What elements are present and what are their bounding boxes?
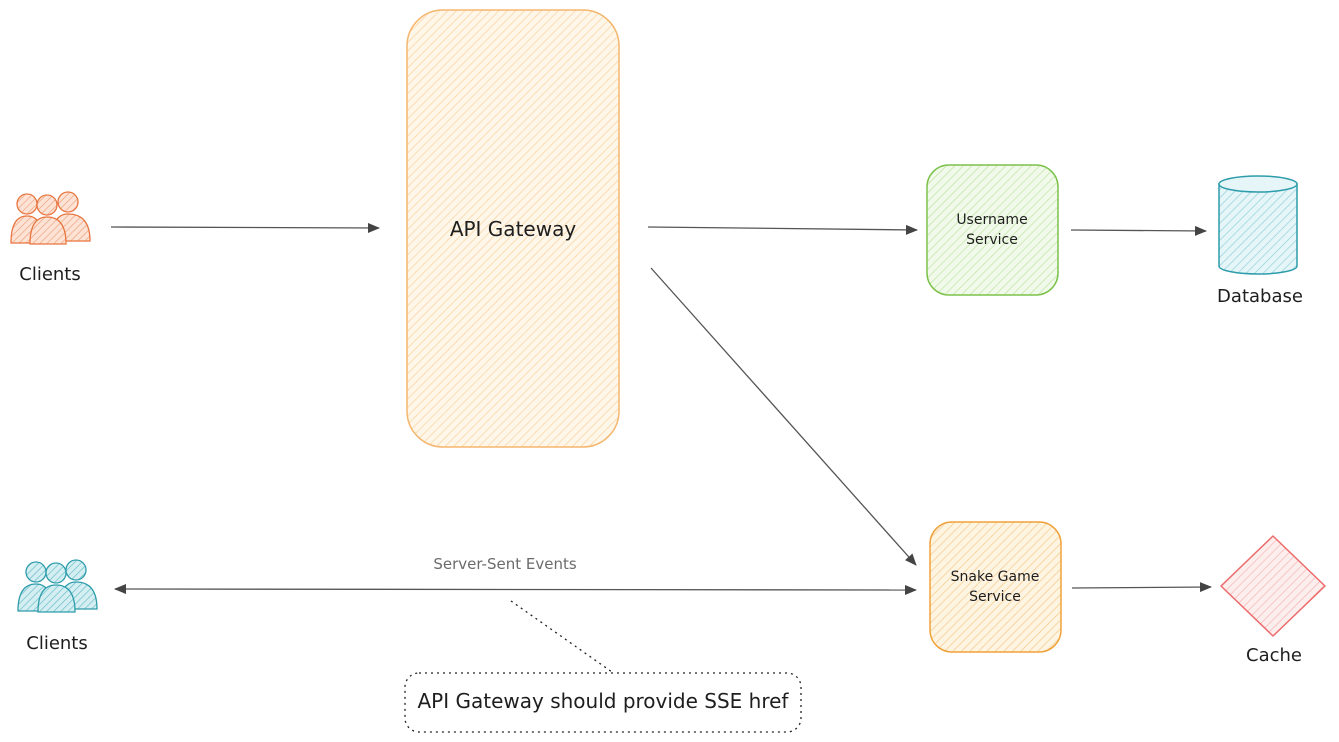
clients-top-icon	[10, 191, 91, 245]
snake-game-service-label-line2: Service	[969, 589, 1021, 605]
cache-diamond[interactable]	[1220, 535, 1326, 637]
username-service-label-line2: Service	[966, 232, 1018, 248]
arrow-username-service-to-database	[1070, 225, 1207, 236]
database-label: Database	[1217, 286, 1303, 307]
username-service-label: Username Service	[927, 210, 1057, 250]
sse-edge-label: Server-Sent Events	[433, 555, 577, 573]
arrow-snake-game-service-to-cache	[1071, 582, 1212, 593]
snake-game-service-label: Snake Game Service	[930, 567, 1060, 607]
username-service-box[interactable]	[926, 164, 1059, 296]
note-connector	[510, 600, 613, 673]
api-gateway-box[interactable]	[406, 9, 620, 448]
snake-game-service-box[interactable]	[929, 521, 1062, 653]
arrow-clients-to-gateway	[110, 222, 380, 233]
arrow-gateway-to-snake-game-service	[650, 267, 917, 566]
database-cylinder[interactable]	[1218, 175, 1298, 275]
note-text: API Gateway should provide SSE href	[417, 689, 789, 713]
api-gateway-label: API Gateway	[449, 217, 577, 241]
arrow-gateway-to-username-service	[647, 224, 918, 235]
snake-game-service-label-line1: Snake Game	[950, 569, 1040, 585]
username-service-label-line1: Username	[956, 212, 1028, 228]
clients-bottom-icon	[17, 559, 98, 613]
clients-bottom-label: Clients	[26, 633, 88, 654]
cache-label: Cache	[1246, 645, 1302, 666]
clients-top-label: Clients	[19, 264, 81, 285]
arrow-sse-bidirectional	[114, 584, 917, 595]
